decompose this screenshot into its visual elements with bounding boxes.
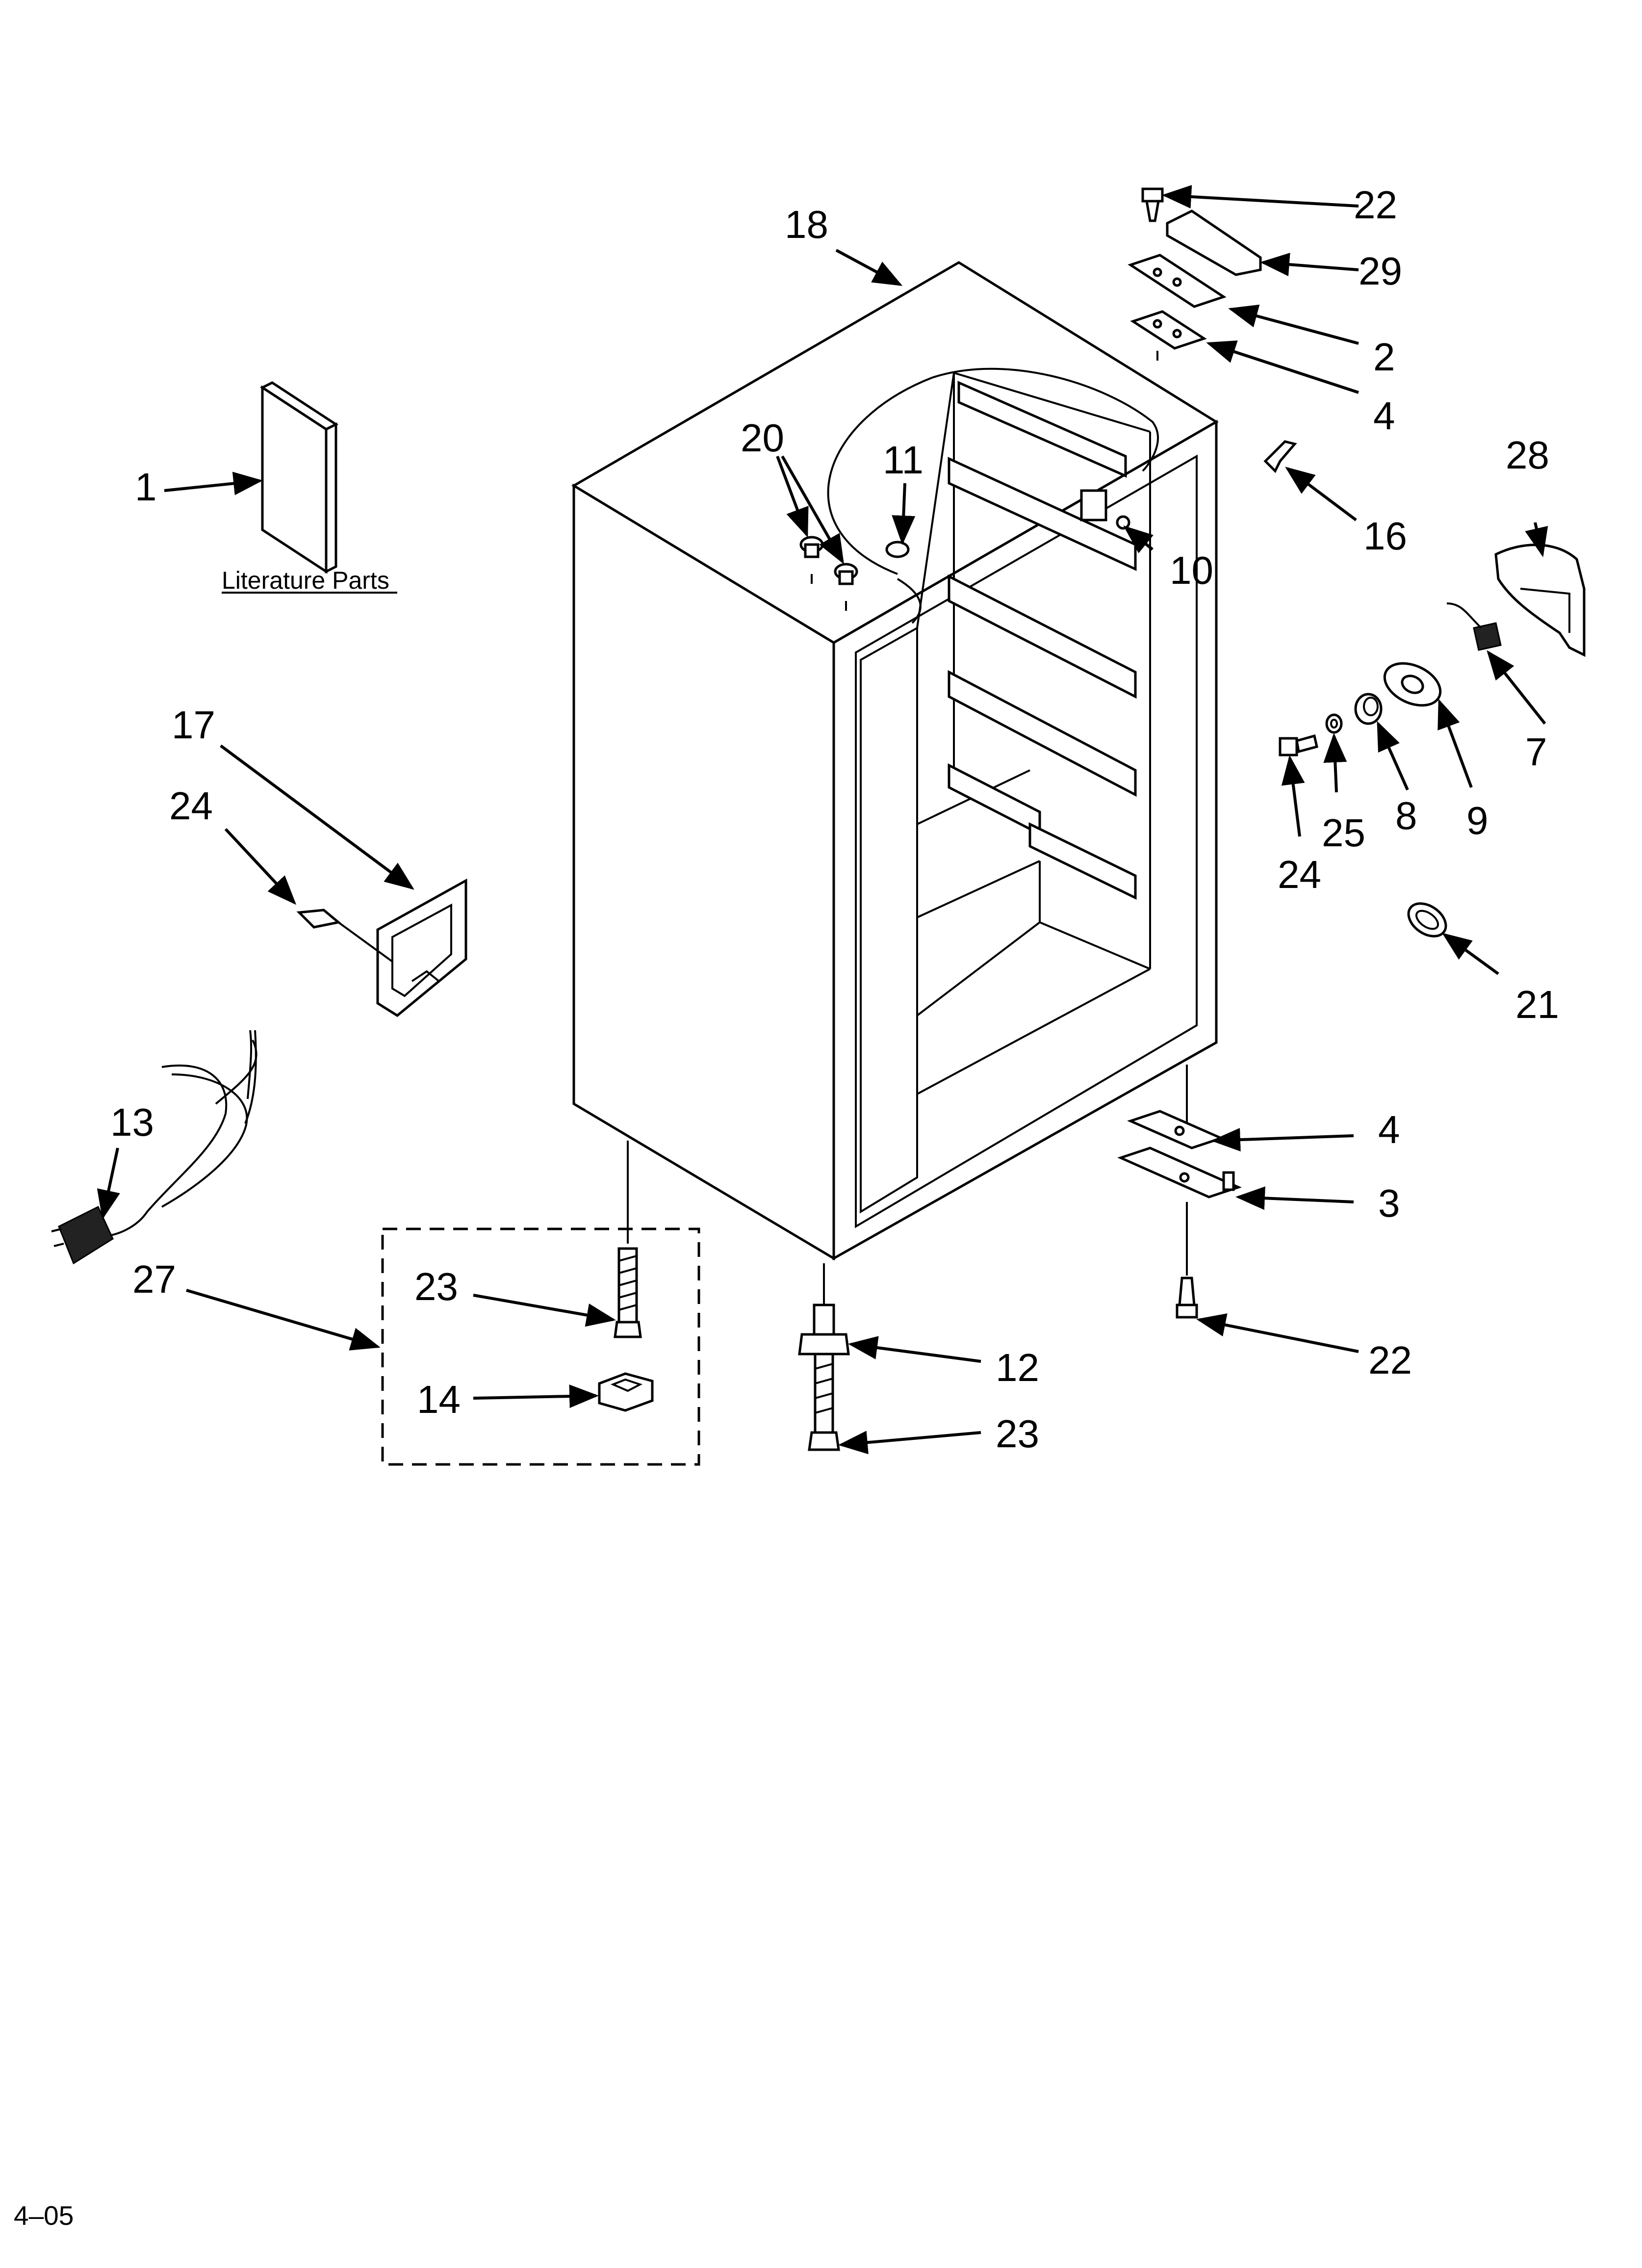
screw-10-part [1116,515,1130,530]
callout-2: 2 [1373,335,1395,379]
dial-plate-part [1383,662,1442,707]
callout-7: 7 [1525,730,1547,774]
bumper-right-part [834,563,858,611]
callout-21: 21 [1515,983,1559,1026]
callout-27: 27 [132,1257,176,1301]
callout-16: 16 [1363,514,1407,558]
callout-20: 20 [741,416,784,460]
callout-24-right: 24 [1278,853,1321,896]
callout-18: 18 [785,203,828,246]
literature-parts-caption: Literature Parts [222,567,389,594]
front-leveling-leg-part [798,1303,850,1451]
callout-12: 12 [996,1346,1039,1389]
callout-14: 14 [417,1378,461,1421]
callout-13: 13 [110,1100,154,1144]
callout-24-left: 24 [169,784,213,828]
knob-washer-part [1325,713,1343,734]
knob-screw-part [1279,734,1318,756]
callout-1: 1 [135,465,157,509]
leveling-kit-group-box [381,1227,700,1466]
cabinet-part [571,261,1219,1261]
callout-4-bottom: 4 [1378,1108,1400,1151]
clip-part [1263,440,1297,473]
callout-23-group: 23 [414,1265,458,1308]
page-footer-code: 4–05 [14,2200,74,2231]
control-housing-part [1494,544,1586,657]
leveling-bolt-part [614,1247,642,1338]
literature-parts-booklet [259,381,339,574]
bracket-screw-part [296,909,393,963]
callout-8: 8 [1395,794,1417,837]
leader-arrows [97,185,1548,1455]
top-hinge-shim-part [1130,310,1207,350]
leveling-nut-part [598,1372,654,1412]
callout-23-leg: 23 [996,1412,1039,1456]
callout-22-top: 22 [1354,183,1397,227]
callout-29: 29 [1359,249,1402,293]
bottom-hinge-part [1117,1147,1242,1199]
mounting-bracket-part [376,878,467,1017]
callout-4-top: 4 [1373,394,1395,438]
light-socket-part [1407,902,1447,938]
callout-28: 28 [1506,433,1549,477]
control-knob-part [1354,693,1383,725]
top-hinge-screw-part [1141,187,1164,222]
temperature-switch-part [1446,602,1502,651]
power-cord-part [51,1030,257,1265]
callout-10: 10 [1170,548,1213,592]
callout-25: 25 [1322,811,1365,855]
hinge-cover-part [1166,209,1262,276]
callout-17: 17 [172,703,215,747]
callout-3: 3 [1378,1181,1400,1225]
bumper-left-part [799,536,824,584]
callout-11: 11 [883,438,924,482]
bottom-hinge-shim-part [1127,1110,1225,1149]
stop-11-part [885,541,910,558]
bottom-hinge-screw-part [1176,1277,1198,1319]
top-hinge-part [1128,254,1227,308]
callout-22-bottom: 22 [1368,1338,1412,1382]
callout-9: 9 [1466,799,1488,842]
